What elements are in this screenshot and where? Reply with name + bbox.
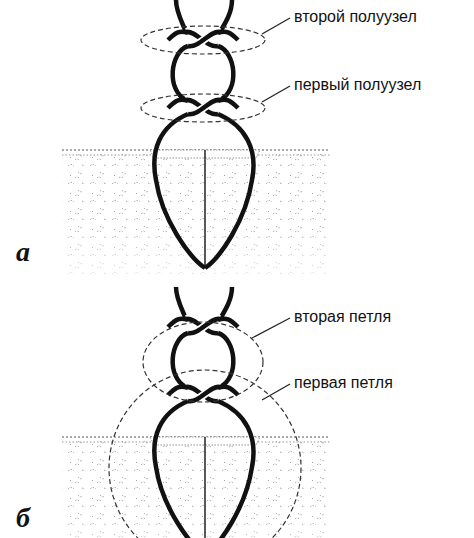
part-label: первая петля — [294, 374, 393, 392]
loop-outline — [143, 322, 263, 402]
part-label: второй полуузел — [294, 8, 417, 26]
leader-line — [262, 86, 290, 102]
panel-letter: а — [16, 238, 30, 266]
half-knot-outline — [141, 94, 265, 122]
half-knot-outline — [141, 26, 265, 54]
panel-letter: б — [16, 504, 30, 532]
leader-line — [262, 18, 290, 34]
leader-line — [262, 384, 290, 400]
loop-outline — [109, 370, 301, 538]
part-label: вторая петля — [294, 308, 391, 326]
leader-line — [252, 318, 290, 338]
part-label: первый полуузел — [294, 76, 421, 94]
